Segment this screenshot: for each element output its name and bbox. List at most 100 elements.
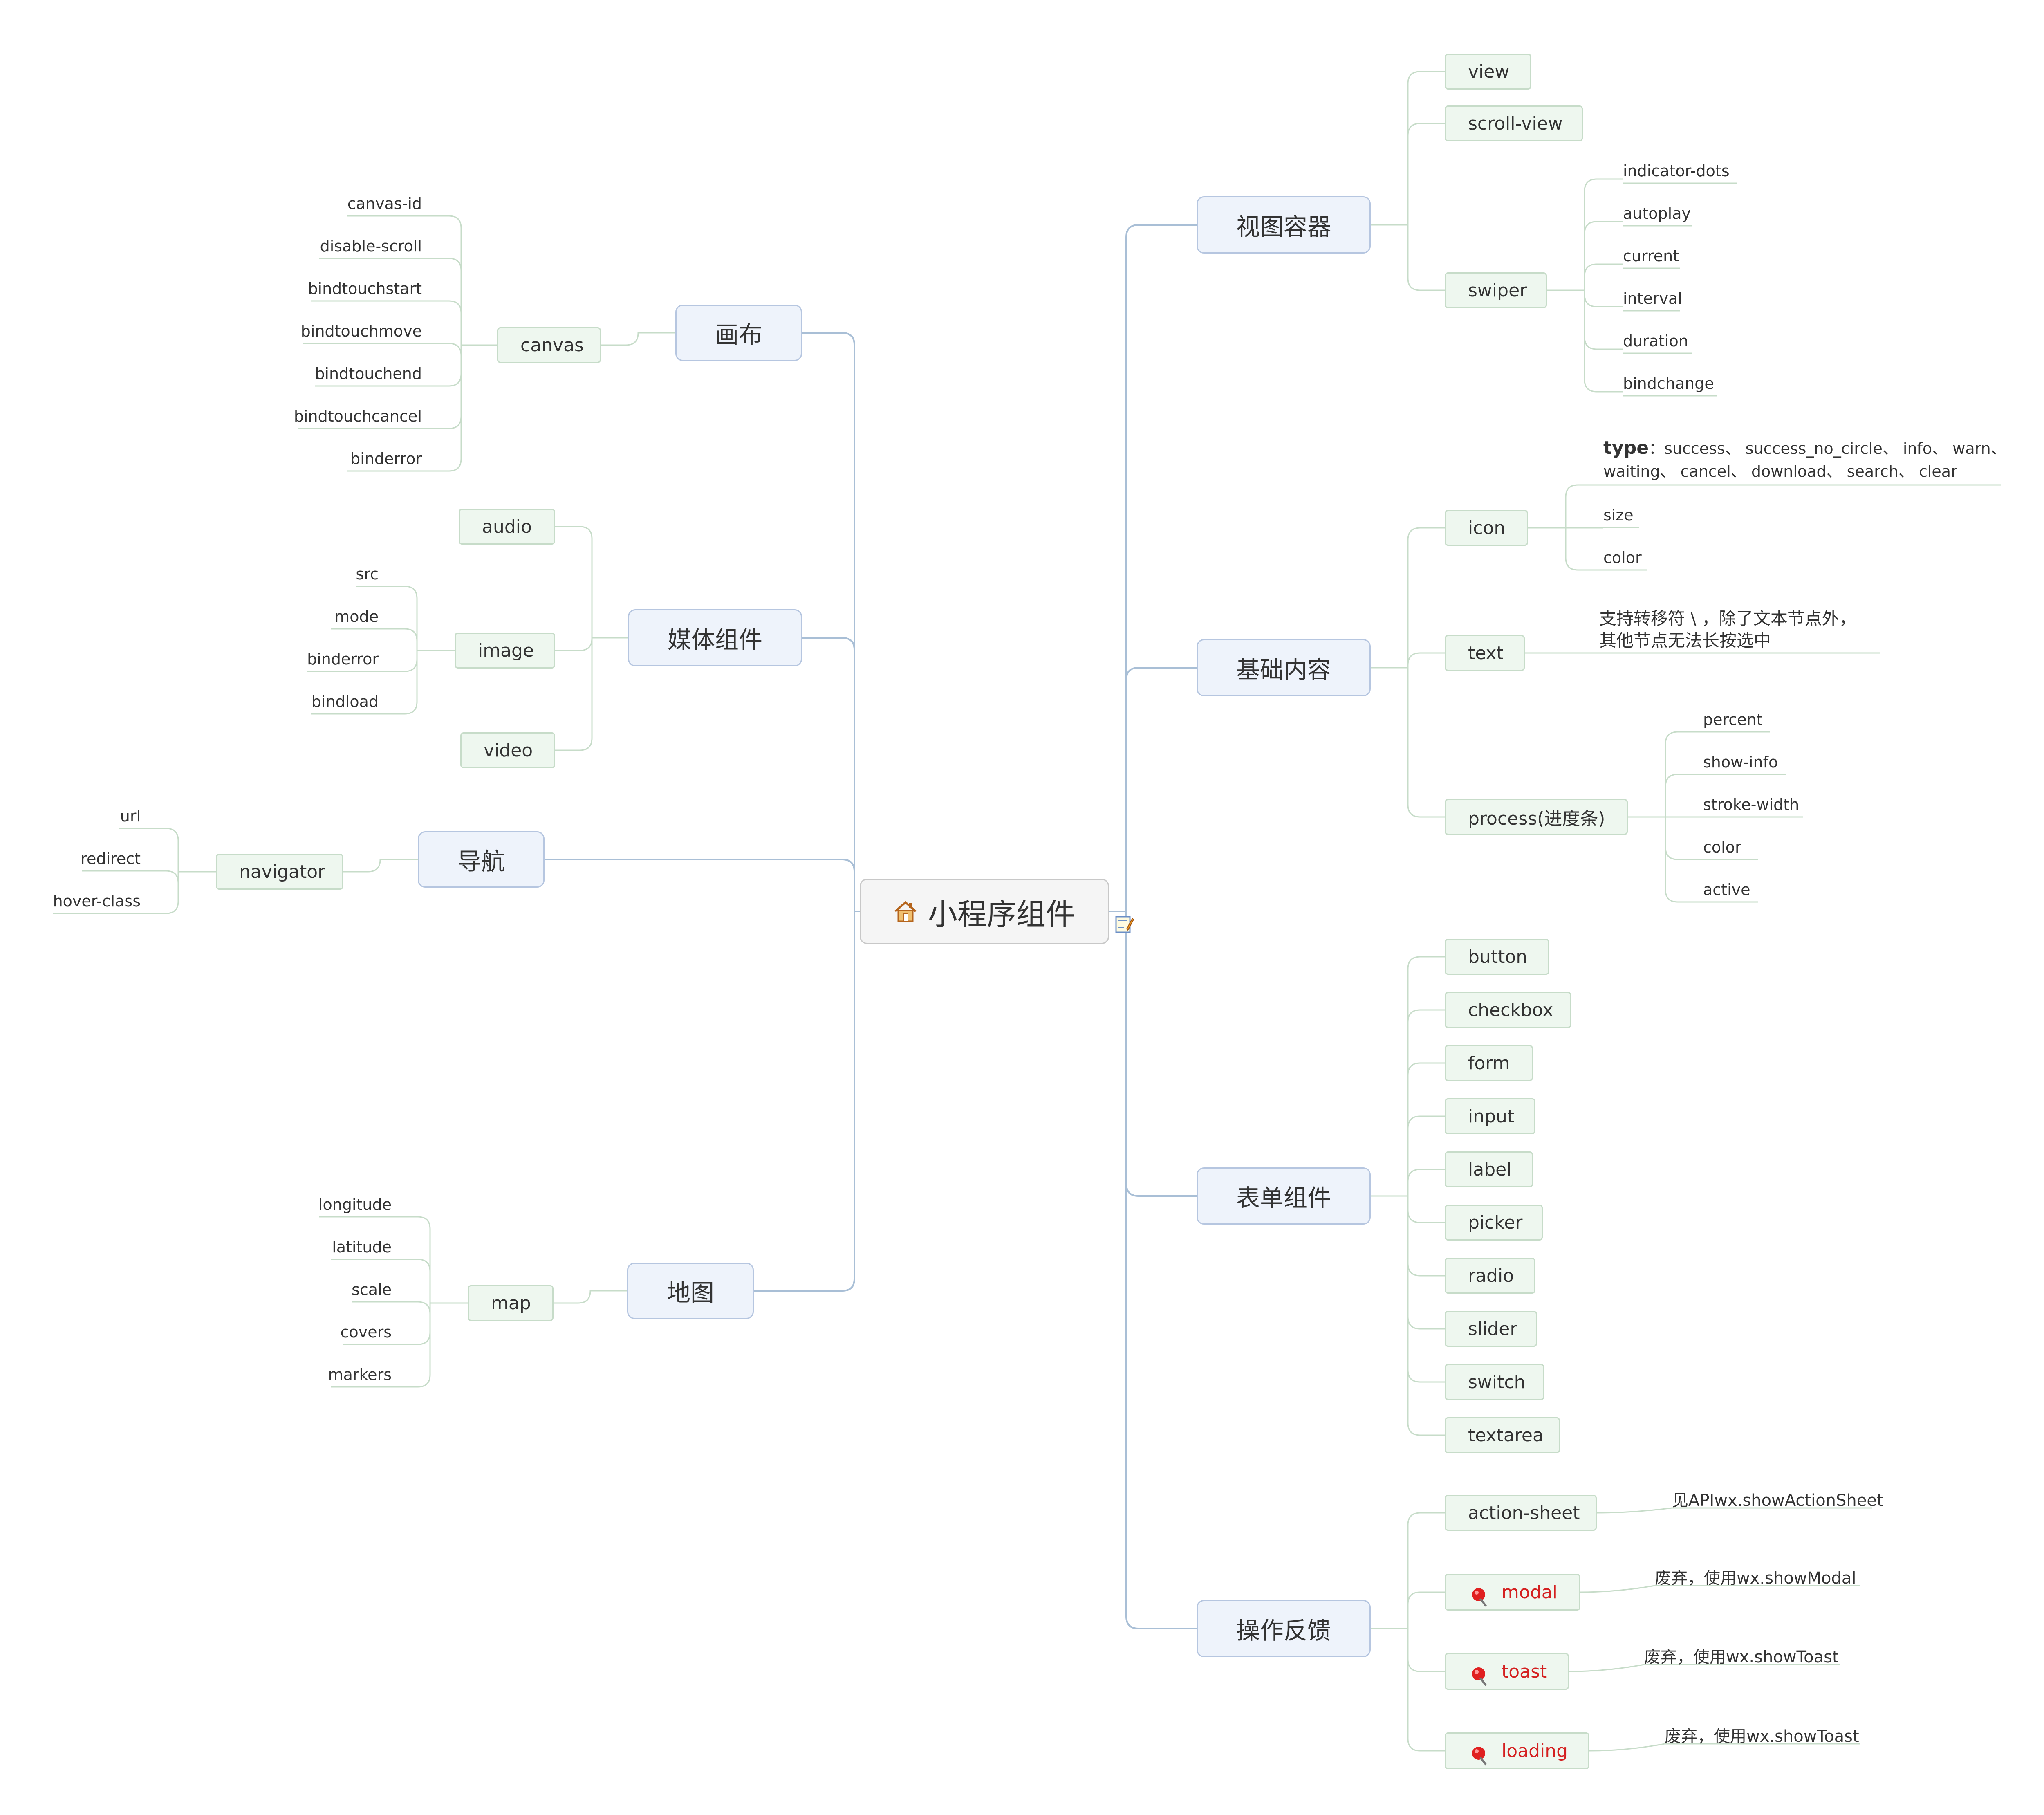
component-icon[interactable]: icon bbox=[1445, 510, 1528, 546]
branch-media[interactable]: 媒体组件 bbox=[628, 609, 802, 666]
branch-link bbox=[1371, 1195, 1445, 1436]
leaf-link bbox=[141, 828, 216, 873]
swiper-attr: bindchange bbox=[1623, 375, 1714, 393]
leaf-link bbox=[1596, 1507, 1872, 1514]
component-swiper[interactable]: swiper bbox=[1445, 272, 1547, 308]
leaf-link bbox=[422, 344, 497, 387]
component-toast[interactable]: toast bbox=[1445, 1653, 1569, 1690]
modal-note: 废弃，使用wx.showModal bbox=[1655, 1569, 1856, 1588]
icon-attr: size bbox=[1603, 506, 1634, 524]
component-map[interactable]: map bbox=[468, 1285, 554, 1321]
branch-view-container[interactable]: 视图容器 bbox=[1197, 196, 1371, 254]
branch-link bbox=[1371, 1115, 1445, 1197]
root-link bbox=[1109, 911, 1197, 1629]
component-picker[interactable]: picker bbox=[1445, 1205, 1543, 1241]
leaf-link bbox=[1628, 816, 1703, 903]
leaf-link bbox=[392, 1216, 468, 1304]
branch-canvas[interactable]: 画布 bbox=[675, 305, 802, 361]
component-form[interactable]: form bbox=[1445, 1045, 1533, 1081]
component-scroll-view[interactable]: scroll-view bbox=[1445, 105, 1583, 141]
leaf-link bbox=[1628, 774, 1703, 818]
branch-link bbox=[1371, 224, 1445, 291]
component-slider[interactable]: slider bbox=[1445, 1311, 1537, 1347]
branch-form-components[interactable]: 表单组件 bbox=[1197, 1167, 1371, 1225]
component-radio[interactable]: radio bbox=[1445, 1258, 1535, 1294]
swiper-attr: indicator-dots bbox=[1623, 162, 1730, 180]
leaf-link bbox=[1547, 289, 1623, 393]
image-attr: binderror bbox=[307, 650, 379, 668]
canvas-attr: binderror bbox=[350, 450, 422, 468]
process-attr: color bbox=[1703, 838, 1741, 856]
icon-attr: color bbox=[1603, 549, 1642, 567]
leaf-link bbox=[1580, 1585, 1860, 1593]
leaf-link bbox=[1547, 178, 1623, 291]
action-sheet-note: 见APIwx.showActionSheet bbox=[1672, 1491, 1883, 1510]
process-attr: stroke-width bbox=[1703, 796, 1800, 814]
root-link bbox=[1109, 911, 1197, 1197]
navigator-attr: redirect bbox=[81, 850, 141, 868]
note-pencil-icon[interactable] bbox=[1114, 914, 1134, 934]
component-audio[interactable]: audio bbox=[459, 509, 555, 545]
canvas-attr: bindtouchcancel bbox=[294, 407, 422, 425]
home-icon bbox=[894, 901, 917, 922]
component-input[interactable]: input bbox=[1445, 1098, 1535, 1134]
component-text[interactable]: text bbox=[1445, 635, 1525, 671]
root-node[interactable]: 小程序组件 bbox=[860, 879, 1109, 944]
branch-basic-content[interactable]: 基础内容 bbox=[1197, 639, 1371, 696]
leaf-link bbox=[392, 1302, 468, 1388]
branch-link bbox=[1371, 1169, 1445, 1197]
component-video[interactable]: video bbox=[460, 732, 555, 768]
component-switch[interactable]: switch bbox=[1445, 1364, 1544, 1400]
canvas-attr: bindtouchend bbox=[315, 365, 422, 383]
leaf-link bbox=[379, 586, 455, 651]
component-navigator[interactable]: navigator bbox=[216, 854, 343, 890]
branch-link bbox=[1371, 123, 1445, 226]
deprecated-pin-icon bbox=[1472, 1588, 1487, 1607]
toast-note: 废弃，使用wx.showToast bbox=[1644, 1648, 1839, 1667]
branch-link bbox=[554, 1290, 627, 1304]
branch-link bbox=[555, 637, 628, 751]
component-button[interactable]: button bbox=[1445, 939, 1549, 975]
root-label: 小程序组件 bbox=[928, 897, 1075, 931]
component-label[interactable]: label bbox=[1445, 1151, 1533, 1187]
component-image[interactable]: image bbox=[455, 633, 555, 669]
map-attr: covers bbox=[340, 1323, 392, 1341]
branch-link bbox=[1371, 71, 1445, 226]
component-checkbox[interactable]: checkbox bbox=[1445, 992, 1571, 1028]
branch-map[interactable]: 地图 bbox=[627, 1263, 754, 1319]
branch-link bbox=[1371, 652, 1445, 669]
component-loading[interactable]: loading bbox=[1445, 1732, 1589, 1769]
component-modal[interactable]: modal bbox=[1445, 1574, 1580, 1611]
component-textarea[interactable]: textarea bbox=[1445, 1417, 1560, 1453]
leaf-link bbox=[141, 871, 216, 914]
component-canvas[interactable]: canvas bbox=[497, 327, 601, 363]
process-attr: percent bbox=[1703, 711, 1763, 729]
swiper-attr: interval bbox=[1623, 289, 1682, 307]
loading-note: 废弃，使用wx.showToast bbox=[1665, 1727, 1859, 1746]
leaf-link bbox=[422, 344, 497, 472]
canvas-attr: bindtouchstart bbox=[308, 280, 422, 298]
deprecated-pin-icon bbox=[1472, 1667, 1487, 1686]
component-process[interactable]: process(进度条) bbox=[1445, 799, 1628, 835]
leaf-link bbox=[1547, 221, 1623, 291]
root-link bbox=[545, 859, 860, 912]
component-action-sheet[interactable]: action-sheet bbox=[1445, 1495, 1597, 1531]
map-attr: latitude bbox=[332, 1238, 392, 1256]
component-view[interactable]: view bbox=[1445, 54, 1531, 90]
branch-link bbox=[1371, 1628, 1445, 1752]
swiper-attr: duration bbox=[1623, 332, 1688, 350]
canvas-attr: disable-scroll bbox=[320, 237, 422, 255]
branch-navigation[interactable]: 导航 bbox=[418, 831, 545, 888]
leaf-link bbox=[1589, 1743, 1860, 1752]
leaf-link bbox=[379, 650, 455, 715]
branch-link bbox=[1371, 1591, 1445, 1629]
canvas-attr: canvas-id bbox=[347, 195, 422, 213]
image-attr: mode bbox=[334, 608, 379, 626]
branch-feedback[interactable]: 操作反馈 bbox=[1197, 1600, 1371, 1657]
leaf-link bbox=[379, 628, 455, 651]
branch-link bbox=[1371, 1512, 1445, 1629]
branch-link bbox=[1371, 527, 1445, 669]
leaf-link bbox=[422, 300, 497, 346]
